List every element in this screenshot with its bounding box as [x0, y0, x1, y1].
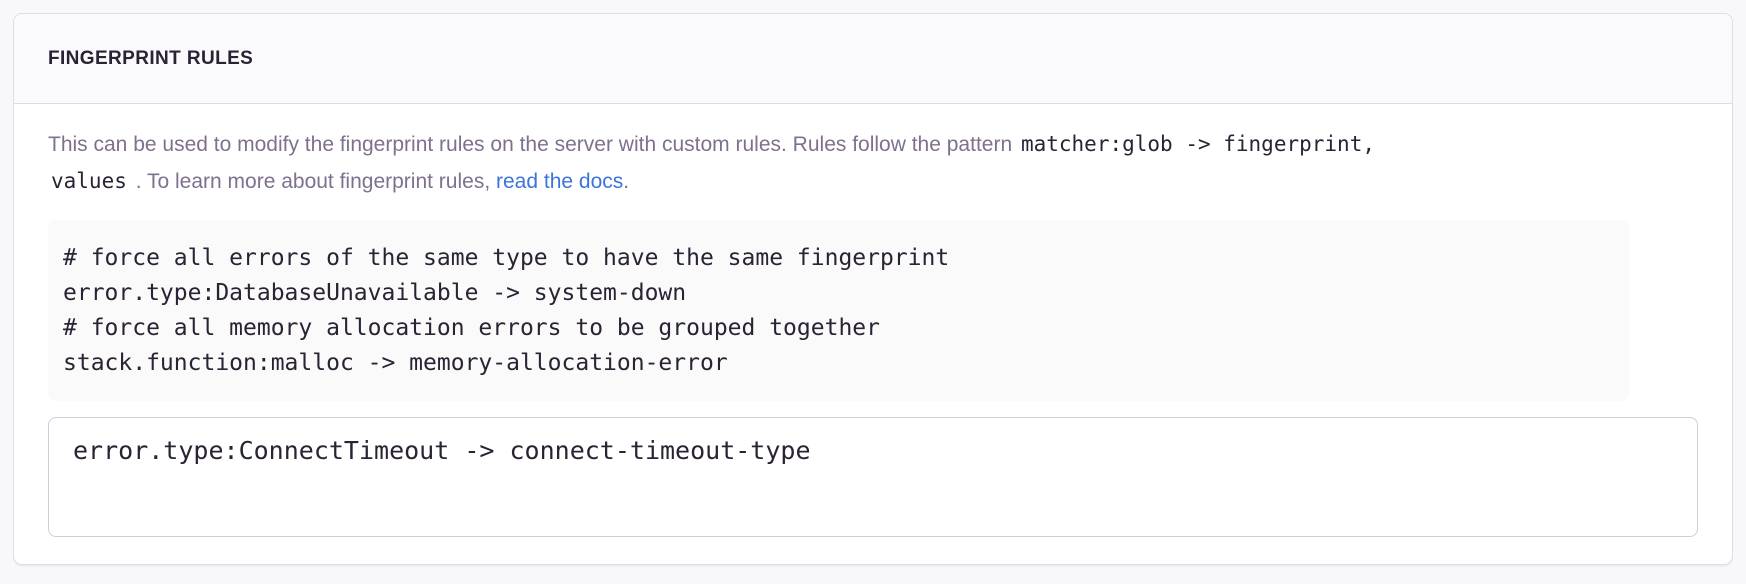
fingerprint-rules-input[interactable]: error.type:ConnectTimeout -> connect-tim…: [48, 417, 1698, 537]
panel-header: FINGERPRINT RULES: [14, 14, 1732, 104]
code-example-line: # force all memory allocation errors to …: [63, 315, 880, 341]
code-example-line: stack.function:malloc -> memory-allocati…: [63, 350, 728, 376]
read-the-docs-link[interactable]: read the docs: [496, 170, 624, 193]
code-example-line: # force all errors of the same type to h…: [63, 245, 950, 271]
fingerprint-rules-panel: FINGERPRINT RULES This can be used to mo…: [13, 13, 1733, 565]
description-segment-before-pattern: This can be used to modify the fingerpri…: [48, 133, 1018, 156]
description-text: This can be used to modify the fingerpri…: [48, 126, 1698, 200]
description-segment-after-pattern: . To learn more about fingerprint rules,: [129, 170, 496, 193]
code-example-line: error.type:DatabaseUnavailable -> system…: [63, 280, 687, 306]
description-segment-end: .: [623, 170, 630, 193]
code-example-block: # force all errors of the same type to h…: [48, 220, 1629, 401]
pattern-inline-code-line1: matcher:glob -> fingerprint,: [1020, 132, 1375, 156]
pattern-inline-code-line2: values: [51, 169, 127, 193]
panel-title: FINGERPRINT RULES: [48, 47, 254, 69]
panel-body: This can be used to modify the fingerpri…: [14, 104, 1732, 567]
